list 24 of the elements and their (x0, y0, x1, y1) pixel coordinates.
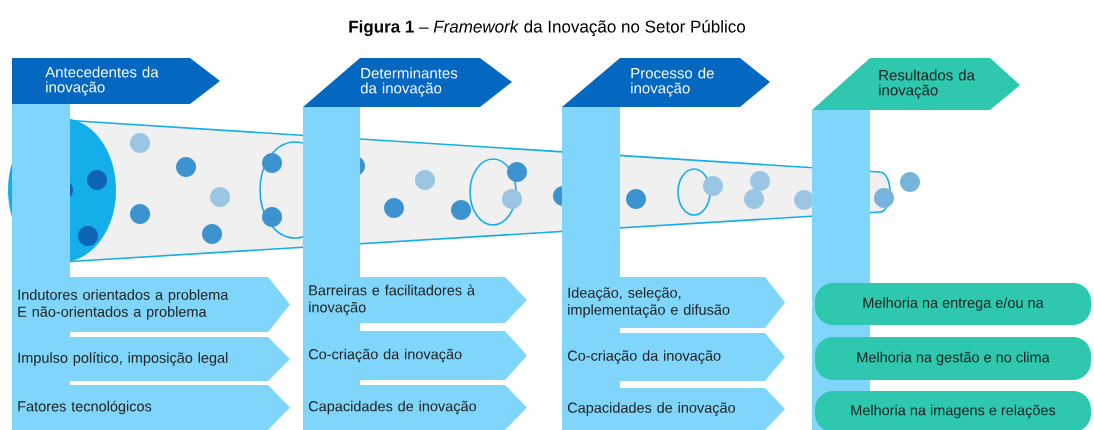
item-tag: Capacidades de inovação (562, 388, 785, 430)
node-label: Barreiras e facilitadores à inovação (309, 284, 475, 316)
node-label: Antecedentes da inovação (45, 66, 159, 96)
result-box: Melhoria na gestão e no clima (815, 337, 1091, 380)
node-label: Fatores tecnológicos (18, 400, 152, 415)
item-tag: Fatores tecnológicos (12, 385, 290, 430)
node-label: Processo de inovação (631, 67, 714, 97)
item-tag: Indutores orientados a problema E não-orientados a problema (12, 277, 290, 332)
result-box: Melhoria na imagens e relações (815, 391, 1091, 430)
item-tag: Co-criação da inovação (303, 331, 527, 380)
item-tag: Barreiras e facilitadores à inovação (303, 277, 527, 323)
node-label: Ideação, seleção, implementação e difusão (568, 287, 730, 318)
node-label: Co-criação da inovação (567, 350, 721, 364)
node-label: Capacidades de inovação (567, 402, 736, 416)
figure-title: Figura 1 – Framework da Inovação no Setor Público (349, 19, 746, 37)
item-tag: Ideação, seleção, implementação e difusão (562, 277, 785, 328)
node-label: Resultados da inovação (879, 69, 975, 99)
node-label: Co-criação da inovação (308, 348, 462, 363)
item-tag: Capacidades de inovação (303, 385, 527, 430)
node-label: Determinantes da inovação (360, 67, 458, 97)
node-label: Capacidades de inovação (308, 400, 477, 415)
result-box: Melhoria na entrega e/ou na (815, 283, 1091, 325)
item-tag: Co-criação da inovação (562, 333, 785, 381)
item-tag: Impulso político, imposição legal (12, 337, 290, 381)
